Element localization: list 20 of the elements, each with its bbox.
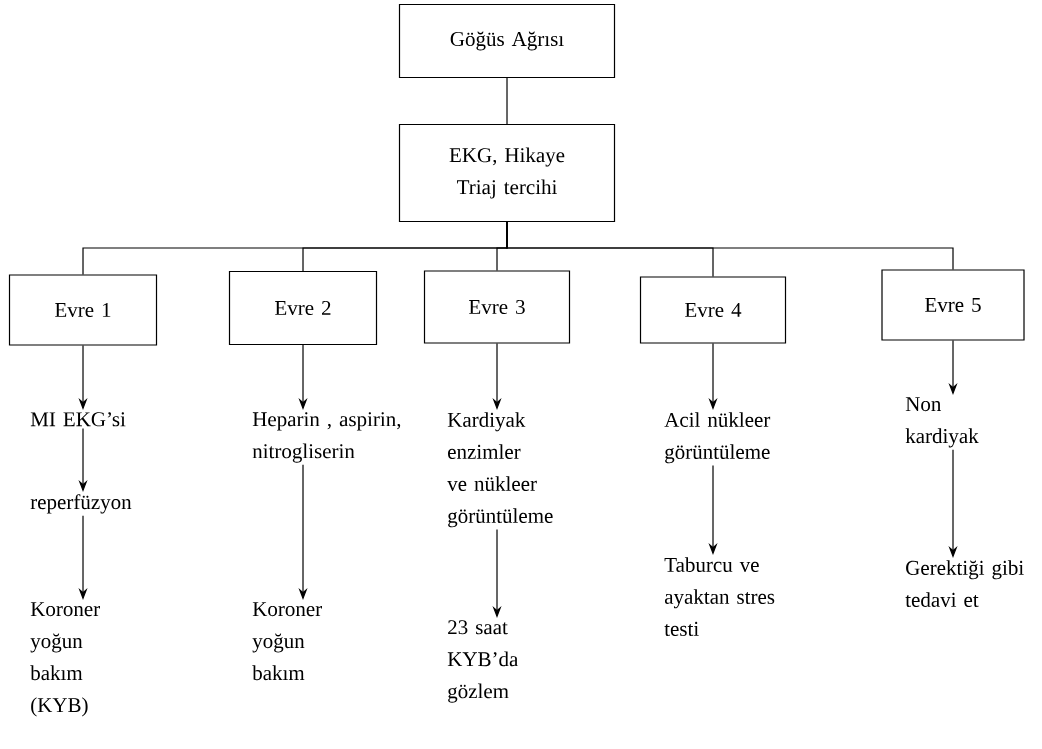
step-text: Acil nükleer görüntüleme [664, 412, 771, 464]
step-text: Heparin , aspirin, nitrogliserin [252, 412, 401, 463]
process-box: Evre 3 [423, 270, 571, 344]
step-text: MI EKG’si [30, 412, 126, 427]
connector-line [506, 221, 954, 270]
step-text: Non kardiyak [905, 397, 979, 448]
process-box: Evre 4 [639, 276, 787, 344]
process-box: Evre 5 [881, 269, 1025, 341]
process-box: EKG, Hikaye Triaj tercihi [398, 123, 616, 223]
step-text: Koroner yoğun bakım [252, 602, 322, 681]
step-text: Gerektiği gibi tedavi et [905, 560, 1024, 607]
process-box: Evre 2 [228, 270, 378, 346]
step-text: 23 saat KYB’da gözlem [447, 620, 519, 703]
process-box: Evre 1 [8, 274, 158, 346]
step-text: Koroner yoğun bakım (KYB) [30, 602, 100, 717]
step-text: Taburcu ve ayaktan stres testi [664, 557, 775, 636]
step-text: Kardiyak enzimler ve nükleer görüntüleme [447, 412, 553, 528]
connector-line [506, 77, 508, 125]
step-text: reperfüzyon [30, 494, 132, 514]
process-box: Göğüs Ağrısı [398, 3, 616, 79]
